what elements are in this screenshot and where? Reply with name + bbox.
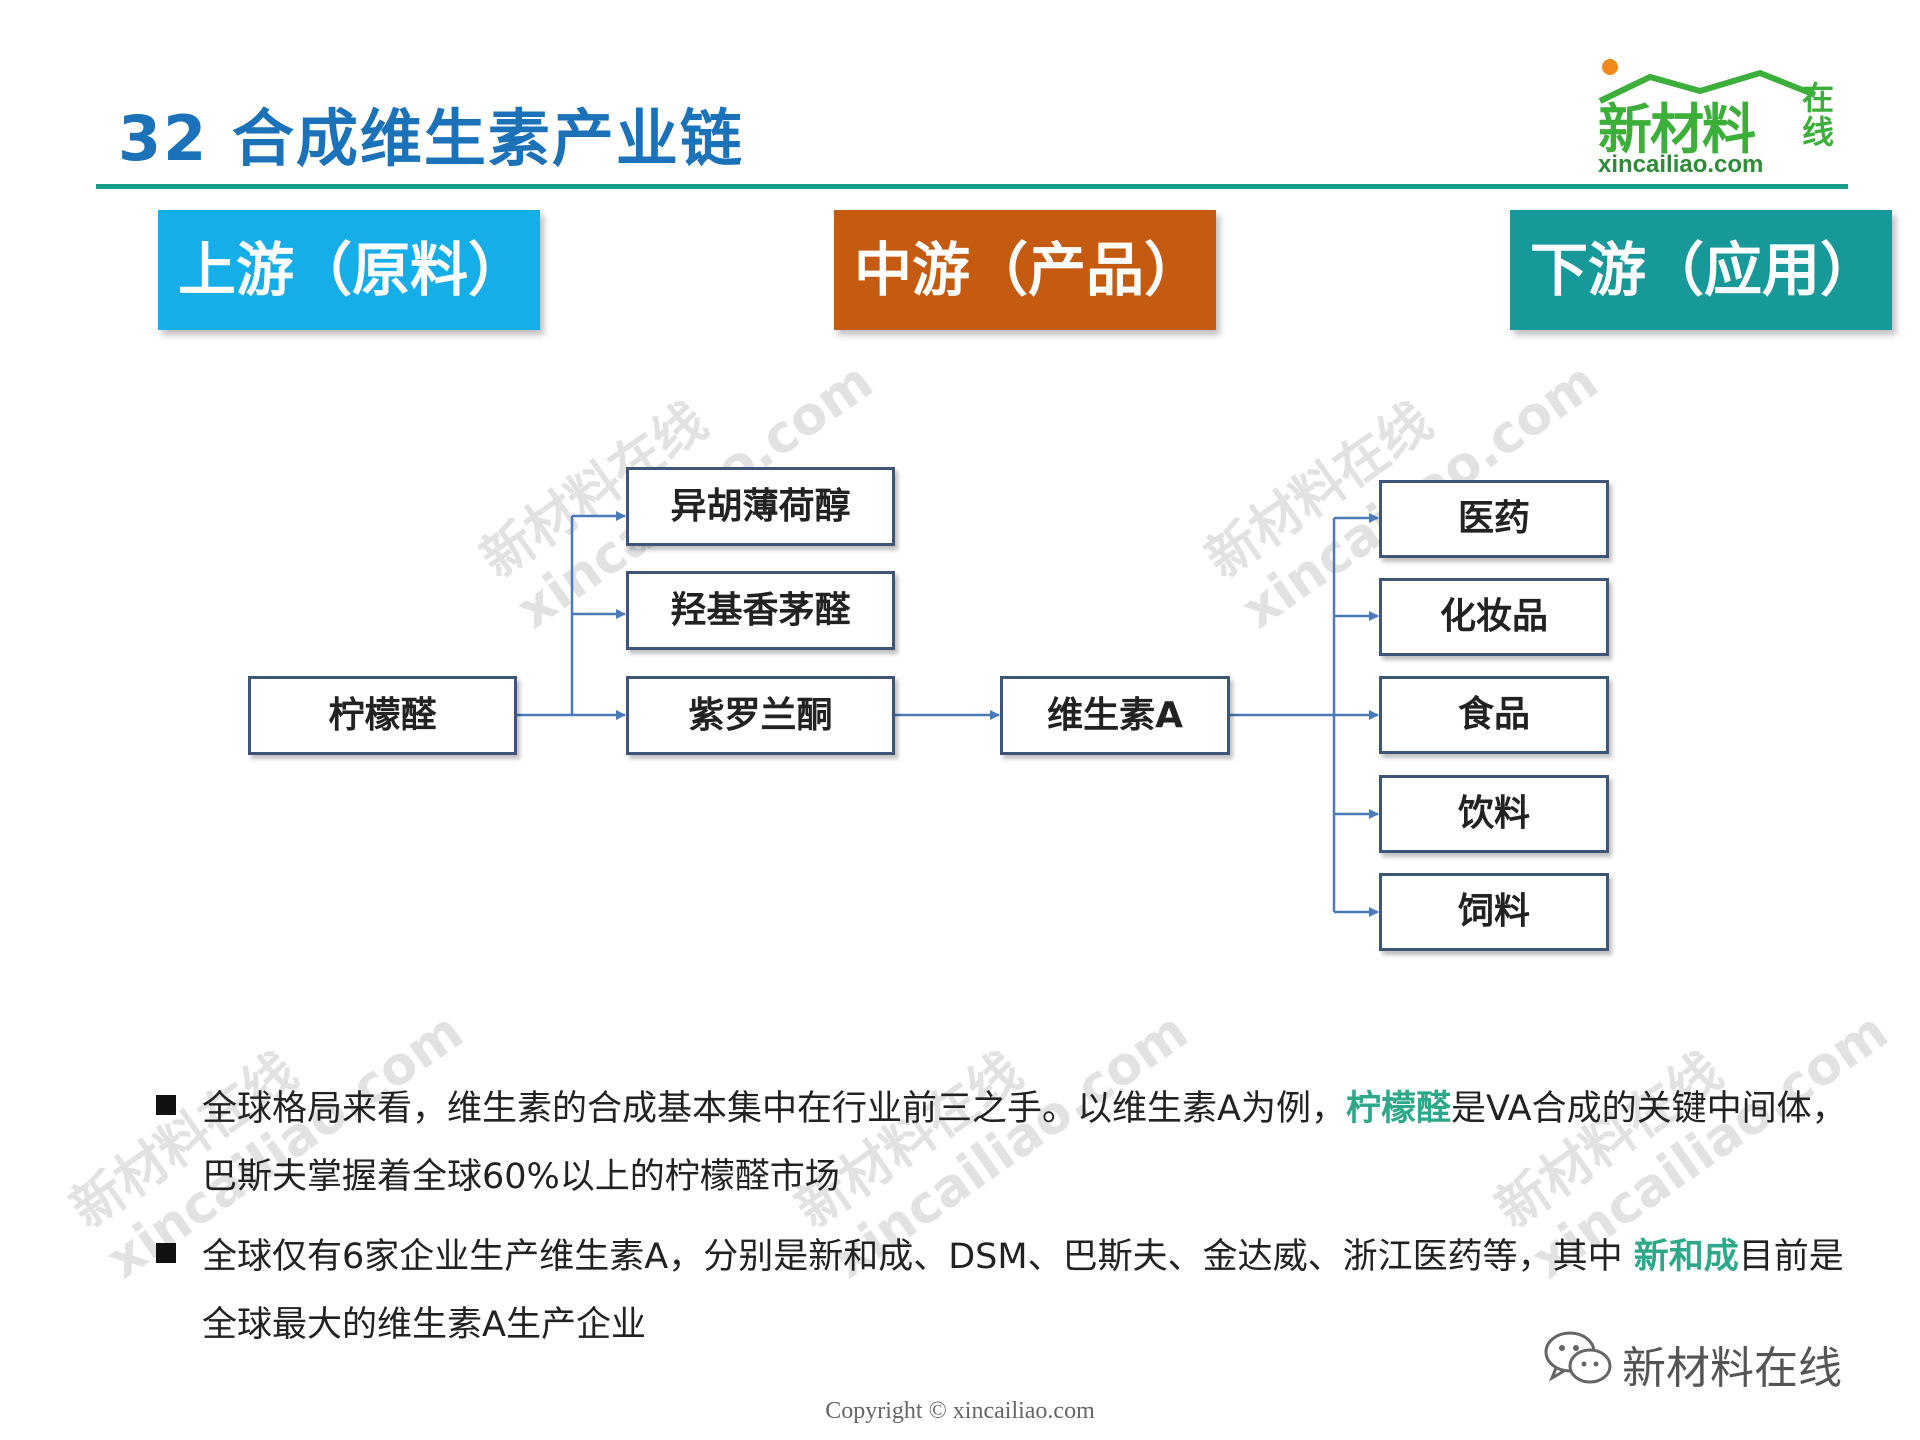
- square-bullet-icon: [156, 1095, 176, 1115]
- highlight-term: 新和成: [1633, 1237, 1739, 1277]
- node-intermediate: 紫罗兰酮: [626, 676, 895, 755]
- header-upstream: 上游（原料）: [158, 210, 540, 330]
- node-application: 饲料: [1379, 873, 1609, 951]
- header-midstream: 中游（产品）: [834, 210, 1216, 330]
- bullet-text: 全球格局来看，维生素的合成基本集中在行业前三之手。以维生素A为例，柠檬醛是VA合…: [202, 1089, 1847, 1197]
- logo-side-text: 在线: [1802, 79, 1835, 151]
- brand-logo: 新材料 在线 xincailiao.com: [1590, 55, 1860, 180]
- node-intermediate: 羟基香茅醛: [626, 571, 895, 650]
- node-product: 维生素A: [1000, 676, 1230, 755]
- square-bullet-icon: [156, 1243, 176, 1263]
- logo-text: 新材料: [1598, 98, 1756, 161]
- highlight-term: 柠檬醛: [1345, 1089, 1451, 1129]
- bullet-item: 全球格局来看，维生素的合成基本集中在行业前三之手。以维生素A为例，柠檬醛是VA合…: [152, 1075, 1872, 1211]
- bullet-item: 全球仅有6家企业生产维生素A，分别是新和成、DSM、巴斯夫、金达威、浙江医药等，…: [152, 1223, 1872, 1359]
- copyright-text: Copyright © xincailiao.com: [825, 1398, 1095, 1424]
- node-source: 柠檬醛: [248, 676, 517, 755]
- node-application: 饮料: [1379, 775, 1609, 853]
- logo-roof-icon: [1598, 69, 1817, 104]
- wechat-icon: [1544, 1331, 1612, 1384]
- wechat-label: 新材料在线: [1622, 1343, 1842, 1394]
- logo-dot-icon: [1602, 59, 1618, 75]
- flow-diagram: 柠檬醛 异胡薄荷醇 羟基香茅醛 紫罗兰酮 维生素A 医药 化妆品 食品 饮料 饲…: [248, 467, 1609, 951]
- flow-connectors: [517, 511, 1379, 917]
- node-application: 医药: [1379, 480, 1609, 558]
- node-application: 食品: [1379, 676, 1609, 754]
- page-title: 32 合成维生素产业链: [118, 102, 744, 175]
- node-application: 化妆品: [1379, 578, 1609, 656]
- title-divider: [96, 184, 1848, 189]
- logo-url: xincailiao.com: [1598, 151, 1764, 178]
- wechat-account: 新材料在线: [1542, 1328, 1872, 1394]
- bullet-text: 全球仅有6家企业生产维生素A，分别是新和成、DSM、巴斯夫、金达威、浙江医药等，…: [202, 1237, 1844, 1345]
- node-intermediate: 异胡薄荷醇: [626, 467, 895, 546]
- bullet-list: 全球格局来看，维生素的合成基本集中在行业前三之手。以维生素A为例，柠檬醛是VA合…: [152, 1075, 1872, 1371]
- header-downstream: 下游（应用）: [1510, 210, 1892, 330]
